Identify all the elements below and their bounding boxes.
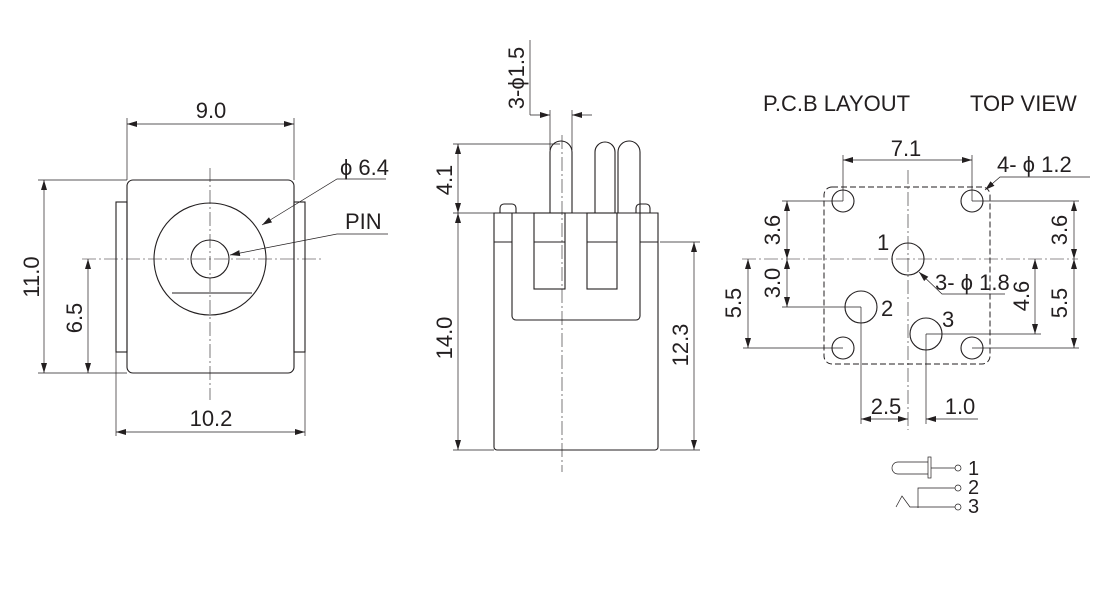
dim-width-bottom-label: 10.2 (190, 406, 233, 431)
pin-3 (617, 140, 641, 213)
dim-lower-height-label: 12.3 (668, 324, 693, 367)
side-body (493, 212, 659, 451)
terminal-3-label: 3 (968, 496, 979, 518)
jack-body (126, 179, 295, 374)
dim-pin-diameter-label: 3-ϕ1.5 (504, 47, 529, 109)
pin-2 (594, 141, 616, 213)
dim-left-bottom-label: 5.5 (721, 288, 746, 319)
dim-right-bottom-label: 5.5 (1047, 288, 1072, 319)
slot-2 (586, 212, 618, 290)
dim-center-height-label: 6.5 (62, 303, 87, 334)
dim-pin3-offset-label: 1.0 (945, 394, 976, 419)
dim-right-top-label: 3.6 (1047, 215, 1072, 246)
dim-right-mid-label: 4.6 (1009, 281, 1034, 312)
left-flange (115, 201, 128, 353)
pin-hole-1 (891, 242, 925, 276)
mount-holes-label: 4- ϕ 1.2 (997, 152, 1072, 177)
right-bump (635, 203, 651, 213)
terminal-1-label: 1 (968, 458, 979, 480)
pin-hole-2-label: 2 (881, 296, 893, 321)
footprint-outline (823, 186, 991, 365)
schematic-symbol: 1 2 3 (891, 456, 979, 518)
left-bump (499, 203, 517, 213)
pcb-layout: P.C.B LAYOUT TOP VIEW 1 2 3 7.1 4- ϕ 1.2… (721, 91, 1090, 430)
top-view-title: TOP VIEW (970, 91, 1077, 116)
terminal-1 (954, 464, 962, 472)
dim-width-top-label: 9.0 (196, 98, 227, 123)
pin-holes-label: 3- ϕ 1.8 (935, 270, 1010, 295)
schematic-pin (891, 461, 928, 475)
dim-pin-length-label: 4.1 (432, 165, 457, 196)
dim-body-height-label: 14.0 (432, 317, 457, 360)
jack-diameter-leader (261, 178, 386, 226)
terminal-2 (954, 484, 962, 492)
pin-label: PIN (345, 209, 382, 234)
inner-frame (511, 213, 641, 321)
dim-height-label: 11.0 (19, 256, 44, 297)
schematic-switch (895, 495, 955, 508)
pin-leader (229, 233, 388, 257)
slot-1 (533, 212, 566, 290)
dim-hole-spacing-label: 7.1 (891, 136, 922, 161)
schematic-sleeve (917, 487, 955, 508)
right-flange (293, 201, 306, 353)
pcb-layout-title: P.C.B LAYOUT (763, 91, 910, 116)
mount-holes-leader (984, 176, 1090, 191)
pin-holes-leader (918, 271, 1005, 295)
dim-pin2-offset-label: 2.5 (871, 394, 902, 419)
terminal-3 (954, 503, 962, 511)
pin-1 (549, 140, 573, 213)
front-view: 9.0 11.0 6.5 10.2 ϕ 6.4 PIN (19, 98, 389, 436)
dim-left-top-label: 3.6 (760, 215, 785, 246)
dim-left-mid-label: 3.0 (760, 268, 785, 299)
pin-hole-1-label: 1 (877, 230, 889, 255)
pin-hole-3-label: 3 (942, 307, 954, 332)
terminal-2-label: 2 (968, 477, 979, 499)
jack-diameter-label: ϕ 6.4 (340, 155, 389, 180)
side-view: 3-ϕ1.5 4.1 14.0 12.3 (432, 40, 700, 472)
